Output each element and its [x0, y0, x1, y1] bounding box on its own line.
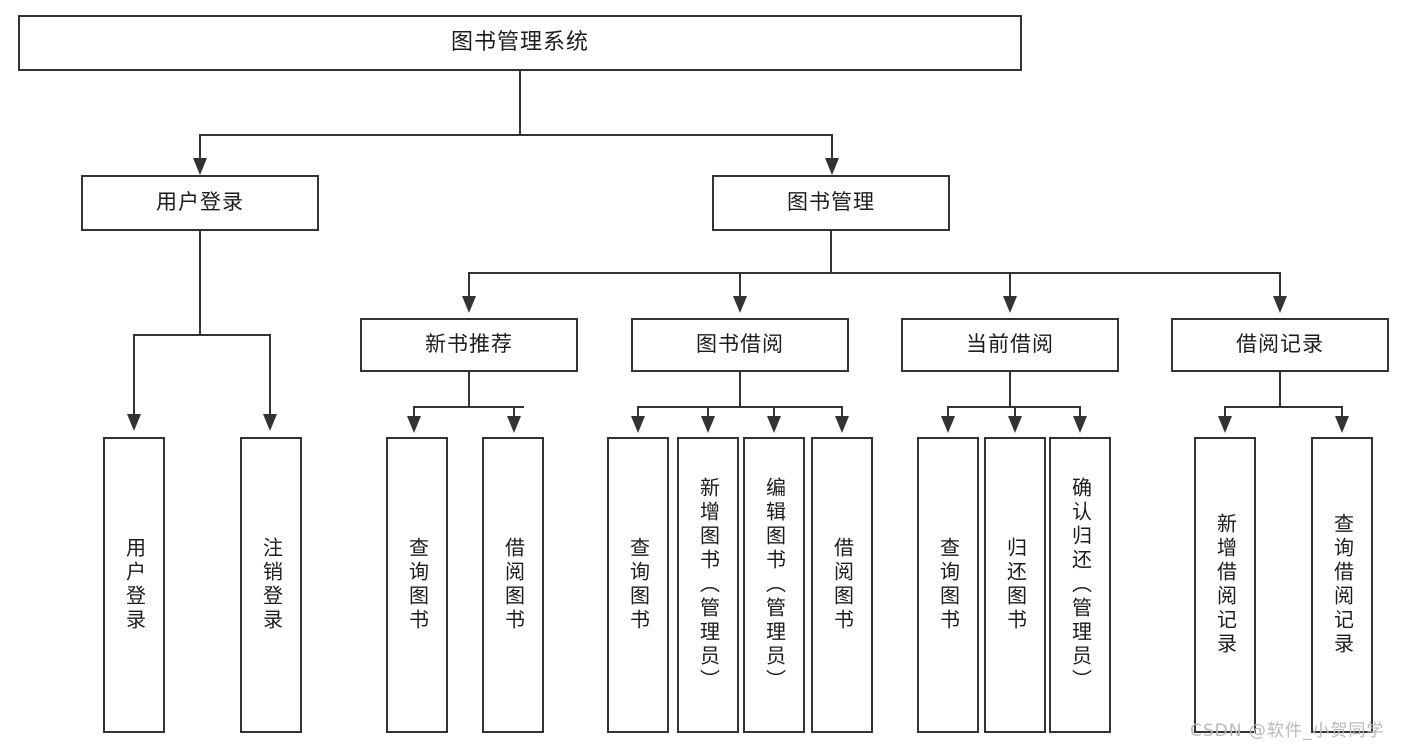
- connector-user-login-branch-2: [269, 334, 271, 418]
- arrow-br-leaf-2: [1335, 416, 1349, 433]
- connector-cb-branch-1: [947, 406, 949, 420]
- connector-bb-bus: [637, 406, 843, 408]
- connector-book-management-stem: [830, 231, 832, 274]
- node-new-book-recommend[interactable]: 新书推荐: [360, 318, 578, 372]
- leaf-bb-borrow-book[interactable]: 借阅图书: [811, 437, 873, 733]
- node-label: 查询借阅记录: [1330, 513, 1355, 657]
- leaf-cb-query-book[interactable]: 查询图书: [917, 437, 979, 733]
- node-label: 当前借阅: [966, 332, 1054, 357]
- connector-br-bus: [1224, 406, 1343, 408]
- leaf-cb-return-book[interactable]: 归还图书: [984, 437, 1046, 733]
- connector-root-to-book-management: [831, 134, 833, 162]
- leaf-br-add-record[interactable]: 新增借阅记录: [1194, 437, 1256, 733]
- connector-book-management-bus: [468, 272, 1280, 274]
- node-current-borrow[interactable]: 当前借阅: [901, 318, 1119, 372]
- connector-br-branch-1: [1224, 406, 1226, 420]
- node-label: 归还图书: [1003, 537, 1028, 633]
- csdn-watermark: CSDN @软件_小贺同学: [1190, 721, 1385, 741]
- connector-br-branch-2: [1341, 406, 1343, 420]
- node-label: 新增图书（管理员）: [696, 477, 721, 693]
- arrow-cb-leaf-1: [941, 416, 955, 433]
- node-root-book-management-system[interactable]: 图书管理系统: [18, 15, 1022, 71]
- connector-bb-stem: [739, 372, 741, 408]
- node-label: 借阅记录: [1236, 332, 1324, 357]
- node-label: 查询图书: [936, 537, 961, 633]
- arrow-to-book-management: [825, 158, 839, 175]
- connector-root-bus: [199, 134, 832, 136]
- connector-bm-branch-4: [1279, 272, 1281, 300]
- connector-nbr-stem: [468, 372, 470, 408]
- node-book-borrow[interactable]: 图书借阅: [631, 318, 849, 372]
- node-label: 编辑图书（管理员）: [762, 477, 787, 693]
- node-borrow-record[interactable]: 借阅记录: [1171, 318, 1389, 372]
- leaf-nbr-query-book[interactable]: 查询图书: [386, 437, 448, 733]
- connector-cb-stem: [1009, 372, 1011, 408]
- node-label: 新书推荐: [425, 332, 513, 357]
- connector-nbr-bus: [413, 406, 524, 408]
- connector-root-to-user-login: [199, 134, 201, 162]
- connector-bm-branch-3: [1009, 272, 1011, 300]
- node-book-management[interactable]: 图书管理: [712, 175, 950, 231]
- connector-bb-branch-4: [841, 406, 843, 420]
- arrow-bb-leaf-2: [701, 416, 715, 433]
- arrow-br-leaf-1: [1218, 416, 1232, 433]
- connector-br-stem: [1279, 372, 1281, 408]
- leaf-bb-query-book[interactable]: 查询图书: [607, 437, 669, 733]
- connector-bb-branch-3: [773, 406, 775, 420]
- arrow-bb-leaf-1: [631, 416, 645, 433]
- connector-bb-branch-1: [637, 406, 639, 420]
- connector-cb-branch-3: [1079, 406, 1081, 420]
- node-label: 注销登录: [259, 537, 284, 633]
- node-label: 确认归还（管理员）: [1068, 477, 1093, 693]
- node-label: 查询图书: [405, 537, 430, 633]
- connector-nbr-branch-2: [513, 406, 515, 420]
- node-label: 用户登录: [156, 190, 244, 215]
- node-label: 图书管理: [787, 190, 875, 215]
- connector-bm-branch-1: [468, 272, 470, 300]
- arrow-nbr-leaf-2: [507, 416, 521, 433]
- arrow-to-borrow-record: [1273, 296, 1287, 313]
- arrow-to-leaf-logout: [263, 414, 277, 431]
- leaf-logout[interactable]: 注销登录: [240, 437, 302, 733]
- node-label: 查询图书: [626, 537, 651, 633]
- connector-user-login-branch-1: [133, 334, 135, 418]
- arrow-to-user-login: [193, 158, 207, 175]
- arrow-nbr-leaf-1: [407, 416, 421, 433]
- connector-bb-branch-2: [707, 406, 709, 420]
- node-label: 借阅图书: [501, 537, 526, 633]
- node-user-login[interactable]: 用户登录: [81, 175, 319, 231]
- node-label: 图书借阅: [696, 332, 784, 357]
- connector-user-login-stem: [199, 231, 201, 335]
- arrow-bb-leaf-3: [767, 416, 781, 433]
- connector-root-stem: [519, 71, 521, 135]
- leaf-bb-add-book-admin[interactable]: 新增图书（管理员）: [677, 437, 739, 733]
- node-label: 图书管理系统: [450, 29, 589, 55]
- leaf-user-login[interactable]: 用户登录: [103, 437, 165, 733]
- connector-nbr-branch-1: [413, 406, 415, 420]
- connector-bm-branch-2: [739, 272, 741, 300]
- connector-cb-branch-2: [1014, 406, 1016, 420]
- arrow-to-book-borrow: [733, 296, 747, 313]
- arrow-cb-leaf-3: [1073, 416, 1087, 433]
- arrow-to-new-book-recommend: [462, 296, 476, 313]
- leaf-nbr-borrow-book[interactable]: 借阅图书: [482, 437, 544, 733]
- leaf-bb-edit-book-admin[interactable]: 编辑图书（管理员）: [743, 437, 805, 733]
- node-label: 用户登录: [122, 537, 147, 633]
- arrow-to-leaf-user-login: [127, 414, 141, 431]
- node-label: 借阅图书: [830, 537, 855, 633]
- leaf-cb-confirm-return-admin[interactable]: 确认归还（管理员）: [1049, 437, 1111, 733]
- connector-user-login-bus: [133, 334, 271, 336]
- node-label: 新增借阅记录: [1213, 513, 1238, 657]
- leaf-br-query-record[interactable]: 查询借阅记录: [1311, 437, 1373, 733]
- arrow-bb-leaf-4: [835, 416, 849, 433]
- arrow-cb-leaf-2: [1008, 416, 1022, 433]
- arrow-to-current-borrow: [1003, 296, 1017, 313]
